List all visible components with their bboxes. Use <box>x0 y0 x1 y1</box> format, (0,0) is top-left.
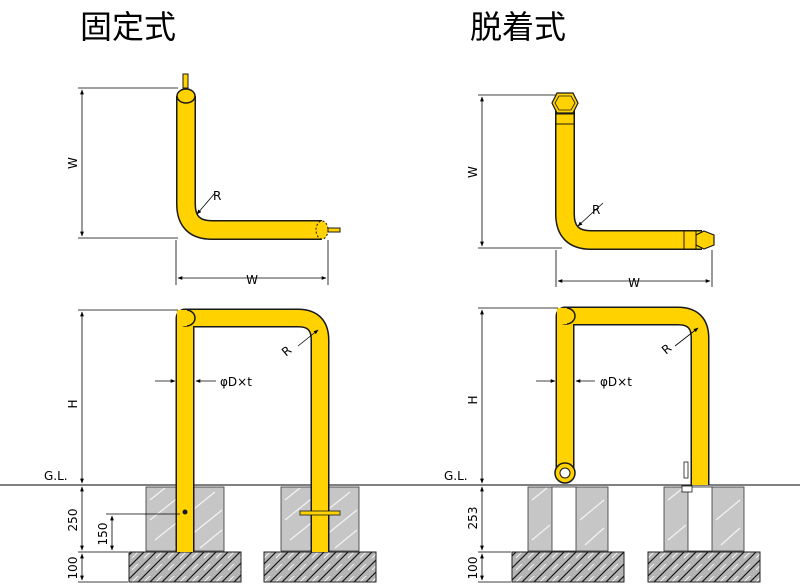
removable-plan-width-v-label: W <box>466 166 480 178</box>
fixed-base-depth-label: 100 <box>66 557 80 580</box>
fixed-embed-depth-label: 250 <box>66 509 80 532</box>
removable-embed-depth-label: 253 <box>466 507 480 530</box>
fixed-foundation-right <box>263 551 377 583</box>
removable-sleeve-left <box>551 486 577 552</box>
removable-height-label: H <box>466 395 480 404</box>
title-removable: 脱着式 <box>470 8 566 46</box>
title-fixed: 固定式 <box>80 8 176 46</box>
removable-plan-radius-label: R <box>592 203 600 217</box>
fixed-plan-width-v-label: W <box>66 157 80 169</box>
removable-base-depth-label: 100 <box>466 557 480 580</box>
fixed-pipe-spec-label: φD×t <box>220 375 252 389</box>
fixed-plan-width-h-label: W <box>246 273 258 287</box>
removable-plan-view: W R W <box>466 92 715 290</box>
fixed-foundation-left <box>128 551 242 583</box>
removable-gl-label: G.L. <box>444 469 468 483</box>
removable-pipe-spec-label: φD×t <box>600 375 632 389</box>
removable-plan-width-h-label: W <box>628 276 640 290</box>
fixed-sub-depth-label: 150 <box>96 523 110 546</box>
fixed-elev-radius-label: R <box>279 343 294 359</box>
fixed-elevation-view: R φD×t H 250 100 150 <box>66 308 377 583</box>
removable-elev-radius-label: R <box>659 341 674 357</box>
removable-elevation-view: R φD×t H 253 100 <box>466 306 761 583</box>
removable-sleeve-right <box>687 486 713 552</box>
removable-foundation-right <box>647 551 761 583</box>
fixed-plan-radius-label: R <box>213 189 221 203</box>
removable-foundation-left <box>511 551 625 583</box>
fixed-gl-label: G.L. <box>44 469 68 483</box>
fixed-height-label: H <box>66 399 80 408</box>
fixed-plan-view: W R W <box>66 73 341 287</box>
